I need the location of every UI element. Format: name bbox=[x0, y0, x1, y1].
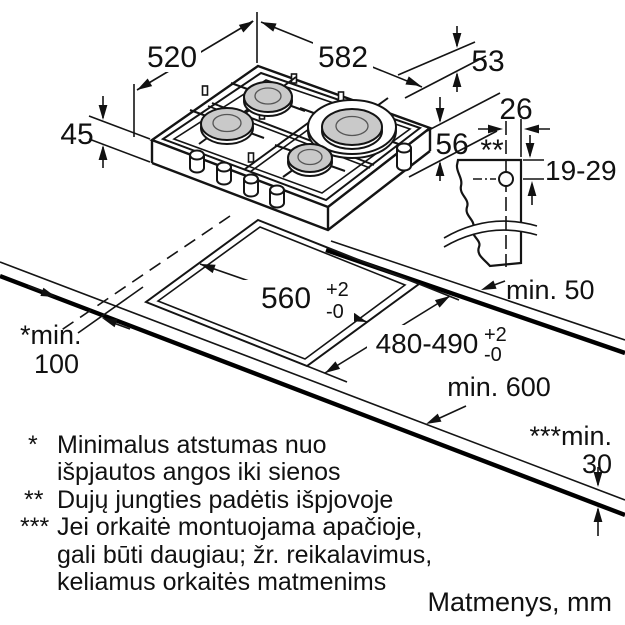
ext-line bbox=[88, 138, 151, 163]
cutout-width-tol-minus: -0 bbox=[326, 301, 344, 323]
dim-edge-label: 53 bbox=[471, 45, 504, 78]
burner-wok bbox=[307, 99, 397, 159]
dimension-depth-520: 520 bbox=[133, 12, 258, 137]
dim-side-clearance-label: *min. bbox=[20, 320, 82, 350]
hob bbox=[149, 64, 433, 232]
cutout-inner bbox=[156, 226, 407, 360]
footnote3-marker: *** bbox=[20, 513, 49, 541]
footnote2-marker: ** bbox=[24, 486, 44, 514]
hob-feet bbox=[189, 142, 412, 209]
ext-line bbox=[404, 55, 487, 99]
footnote3-line1: Jei orkaitė montuojama apačioje, bbox=[57, 513, 422, 541]
worktop-rear-edge-top bbox=[330, 240, 625, 341]
units-label: Matmenys, mm bbox=[427, 587, 612, 617]
dim-rear-clearance-label: min. 50 bbox=[506, 275, 595, 305]
dimension-gas-depth-19-29: 19-29 bbox=[523, 135, 617, 205]
footnote1-marker: * bbox=[28, 431, 38, 459]
cutout-ext-left bbox=[77, 286, 144, 334]
dimension-side-clearance: *min. 100 bbox=[20, 285, 131, 379]
dim-side-clearance-value: 100 bbox=[34, 349, 79, 379]
cutout-depth-tol-minus: -0 bbox=[484, 344, 502, 366]
dimension-cutout-width-560: 560 +2 -0 bbox=[198, 259, 369, 327]
burner-rear bbox=[243, 81, 293, 117]
dim-gas-depth-label: 19-29 bbox=[545, 155, 617, 186]
dim-height-label: 45 bbox=[60, 118, 93, 151]
footnote3-line3: keliamus orkaitės matmenims bbox=[57, 568, 386, 596]
burner-left bbox=[200, 107, 254, 145]
dimension-body-56: 56 bbox=[408, 92, 501, 181]
gas-footnote-marker: ** bbox=[480, 134, 504, 167]
dim-bottom-clearance-value: 30 bbox=[582, 449, 612, 479]
ext-line bbox=[426, 92, 501, 132]
worktop-front-edge bbox=[0, 273, 625, 518]
ext-line bbox=[88, 115, 151, 140]
dim-cutout-width-label: 560 bbox=[261, 282, 311, 315]
footnote2-line1: Dujų jungties padėtis išpjovoje bbox=[57, 486, 393, 514]
cutout-ext-right bbox=[418, 283, 460, 301]
dim-bottom-clearance-label: ***min. bbox=[529, 421, 612, 451]
dimension-height-45: 45 bbox=[60, 96, 151, 168]
dim-worktop-depth-label: min. 600 bbox=[447, 372, 551, 402]
dimension-edge-53: 53 bbox=[397, 26, 505, 99]
cutout-width-tol-plus: +2 bbox=[326, 279, 349, 301]
dim-gas-offset-label: 26 bbox=[499, 93, 532, 126]
footnote3-line2: gali būti daugiau; žr. reikalavimus, bbox=[57, 541, 432, 569]
dim-body-label: 56 bbox=[435, 128, 468, 161]
cutout-depth-tol-plus: +2 bbox=[484, 324, 507, 346]
footnote1-line2: išpjautos angos iki sienos bbox=[57, 458, 341, 486]
dimension-cutout-depth-480-490: 480-490 +2 -0 bbox=[322, 292, 511, 377]
break-line bbox=[443, 229, 538, 248]
dimension-bottom-clearance: ***min. 30 bbox=[529, 421, 612, 536]
dimension-width-582: 582 bbox=[259, 17, 423, 91]
dim-depth-label: 520 bbox=[147, 41, 197, 74]
dimension-worktop-depth: min. 600 bbox=[424, 372, 551, 428]
burner-front bbox=[287, 143, 333, 177]
dim-width-label: 582 bbox=[318, 41, 368, 74]
ext-line bbox=[408, 130, 498, 178]
gas-connection-hole bbox=[498, 171, 514, 187]
footnote1-line1: Minimalus atstumas nuo bbox=[57, 431, 327, 459]
dimension-gas-offset-26: 26 ** bbox=[478, 93, 550, 167]
footnotes: * Minimalus atstumas nuo išpjautos angos… bbox=[20, 431, 612, 617]
ext-line bbox=[397, 41, 476, 76]
worktop bbox=[0, 215, 625, 518]
break-line bbox=[443, 220, 538, 239]
dimension-rear-clearance: min. 50 bbox=[479, 275, 595, 305]
cutout-ext-bottom bbox=[306, 365, 348, 383]
dim-cutout-depth-label: 480-490 bbox=[376, 328, 479, 359]
projection-dashed-line bbox=[59, 215, 231, 332]
gas-connection-detail: 26 ** 19-29 bbox=[443, 93, 617, 268]
